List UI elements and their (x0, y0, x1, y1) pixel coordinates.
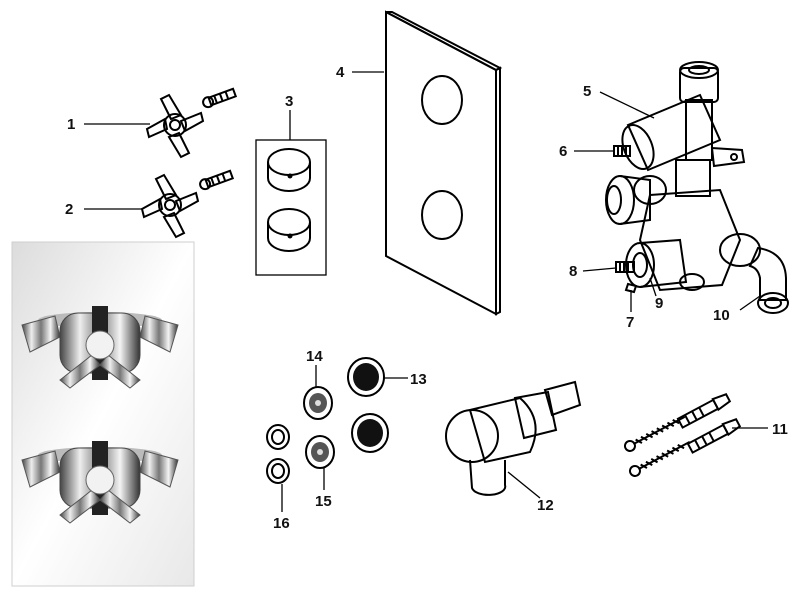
part-2-cross-handle (140, 173, 200, 239)
part-label-4: 4 (336, 64, 345, 81)
part-label-6: 6 (559, 143, 567, 160)
part-label-16: 16 (273, 515, 290, 532)
upper-handle-photo (21, 306, 179, 389)
leader-10 (739, 295, 761, 311)
part-13-seal-upper (347, 357, 385, 397)
part-8-spindle (615, 261, 635, 273)
part-14-filter-washer (303, 386, 333, 420)
part-10-elbow (748, 246, 789, 314)
part-4-faceplate (385, 10, 503, 316)
lower-handle-photo (21, 441, 179, 524)
part-16-olive-ring-upper (266, 424, 290, 450)
part-7-clip (624, 282, 638, 294)
part-label-7: 7 (626, 314, 634, 331)
part-label-11: 11 (772, 421, 788, 438)
leader-5 (599, 91, 655, 119)
part-11-fixing-kit (623, 393, 742, 477)
part-label-14: 14 (306, 348, 323, 365)
part-16-olive-ring-lower (266, 458, 290, 484)
leader-8 (582, 267, 617, 272)
part-label-2: 2 (65, 201, 73, 218)
assembled-shower-valve-photo (11, 241, 195, 587)
part-3-cap-upper (267, 148, 311, 192)
part-13-seal-lower (351, 413, 389, 453)
part-label-5: 5 (583, 83, 591, 100)
part-15-filter-washer (305, 435, 335, 469)
part-2-screw (199, 169, 235, 191)
part-1-cross-handle (145, 93, 205, 159)
part-6-spindle (613, 145, 631, 157)
part-3-cap-lower (267, 208, 311, 252)
part-label-10: 10 (713, 307, 730, 324)
part-1-screw (202, 87, 238, 109)
part-9-thermostatic-cartridge (625, 238, 688, 288)
part-3-handle-caps (255, 139, 327, 276)
part-label-12: 12 (537, 497, 554, 514)
part-label-9: 9 (655, 295, 663, 312)
part-label-15: 15 (315, 493, 332, 510)
part-12-wall-outlet (445, 380, 582, 496)
leader-12 (507, 471, 541, 499)
part-label-3: 3 (285, 93, 293, 110)
part-label-13: 13 (410, 371, 427, 388)
leader-9 (649, 277, 657, 297)
parts-5-10-valve-body (605, 61, 789, 314)
part-label-8: 8 (569, 263, 577, 280)
part-label-1: 1 (67, 116, 75, 133)
